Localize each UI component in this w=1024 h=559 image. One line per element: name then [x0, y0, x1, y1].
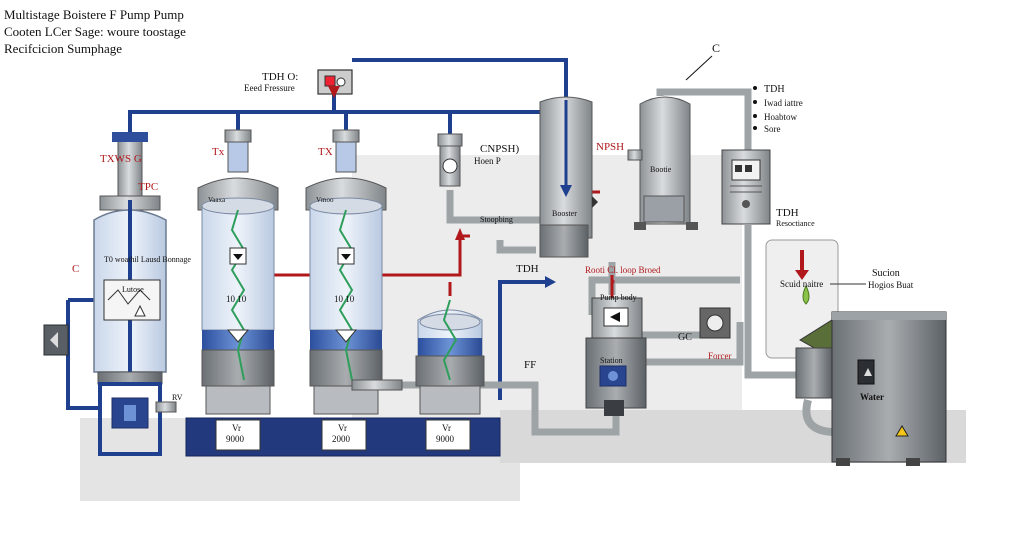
- label-vessel1-inner: Lutose: [122, 285, 144, 294]
- label-ff: FF: [524, 359, 536, 371]
- title-line-2: Cooten LCer Sage: woure toostage: [4, 24, 186, 39]
- vessel-2-top-label: Vaaxa: [208, 196, 226, 204]
- vessel-4-base-a: Vr: [442, 423, 451, 433]
- label-bootie: Bootie: [650, 165, 672, 174]
- label-tx-1: Tx: [212, 146, 225, 158]
- vessel-4-base-b: 9000: [436, 434, 455, 444]
- booster-tank: [539, 96, 598, 258]
- label-pump-body: Pump body: [600, 293, 637, 302]
- base-plate-1: [215, 419, 261, 451]
- label-p-small: P: [610, 278, 615, 288]
- label-feed-pressure: Eeed Fressure: [244, 83, 295, 93]
- label-vessel1-title: T0 woathil Lausd Bonnage: [104, 255, 191, 264]
- legend-item-2: Iwad iattre: [764, 98, 803, 108]
- flow-arrow-blue: [545, 276, 556, 288]
- legend-item-3: Hoabtow: [764, 112, 797, 122]
- legend-marker-1: [753, 86, 757, 90]
- central-pump-assembly: [585, 297, 731, 416]
- vessel-3-base-a: Vr: [338, 423, 347, 433]
- vessel-2-mid-label: 10 10: [226, 294, 247, 304]
- legend-marker-3: [753, 114, 757, 118]
- pressure-arrow: [328, 86, 340, 98]
- label-station: Station: [600, 356, 623, 365]
- water-cabinet: [795, 311, 947, 466]
- flow-arrow-red-up: [455, 228, 465, 240]
- label-hogion: Hogios Buat: [868, 280, 914, 290]
- label-water: Water: [860, 392, 884, 402]
- label-tdh-right: TDH: [776, 207, 799, 219]
- vessel-2: [197, 129, 279, 415]
- label-tdh-top: TDH O:: [262, 71, 298, 83]
- label-forcer: Forcer: [708, 351, 732, 361]
- label-c-top: C: [712, 41, 720, 55]
- label-tdh-mid: TDH: [516, 263, 539, 275]
- label-suction: Sucion: [872, 268, 900, 279]
- label-tx-2: TX: [318, 146, 333, 158]
- vessel-3-mid-label: 10 10: [334, 294, 355, 304]
- legend-marker-2: [753, 100, 757, 104]
- label-c-left: C: [72, 263, 79, 275]
- vessel-3-base-b: 2000: [332, 434, 351, 444]
- label-booster: Booster: [552, 209, 577, 218]
- label-tpc: TPC: [138, 181, 158, 193]
- label-rooti-loop: Rooti Cl. loop Broed: [585, 265, 661, 275]
- label-resonance: Resoctiance: [776, 219, 815, 228]
- label-gc: GC: [678, 332, 692, 343]
- vessel-2-base-a: Vr: [232, 423, 241, 433]
- label-hoen-p: Hoen P: [474, 156, 501, 166]
- label-solid: Scuid naitre: [780, 279, 823, 289]
- vessel-3-top-label: Vmoo: [316, 196, 334, 204]
- label-rv: RV: [172, 393, 183, 402]
- label-npsh: NPSH: [596, 141, 624, 153]
- vessel-left: [43, 132, 177, 456]
- base-plate-2: [321, 419, 367, 451]
- legend-item-1: TDH: [764, 84, 785, 95]
- control-cabinet: [721, 149, 771, 225]
- legend-marker-4: [753, 126, 757, 130]
- label-txws: TXWS G: [100, 153, 142, 165]
- vessel-2-base-b: 9000: [226, 434, 245, 444]
- legend-item-4: Sore: [764, 124, 781, 134]
- vessel-4: [415, 133, 485, 415]
- bootie-tank: [627, 96, 698, 230]
- title-line-1: Multistage Boistere F Pump Pump: [4, 7, 184, 22]
- title-line-3: Recifcicion Sumphage: [4, 41, 123, 56]
- label-stooping: Stoopbing: [480, 215, 513, 224]
- label-npsh-q: CNPSH): [480, 143, 519, 155]
- leader-c-top: [685, 55, 713, 81]
- vessel-3: [305, 129, 403, 415]
- base-plate-3: [425, 419, 471, 451]
